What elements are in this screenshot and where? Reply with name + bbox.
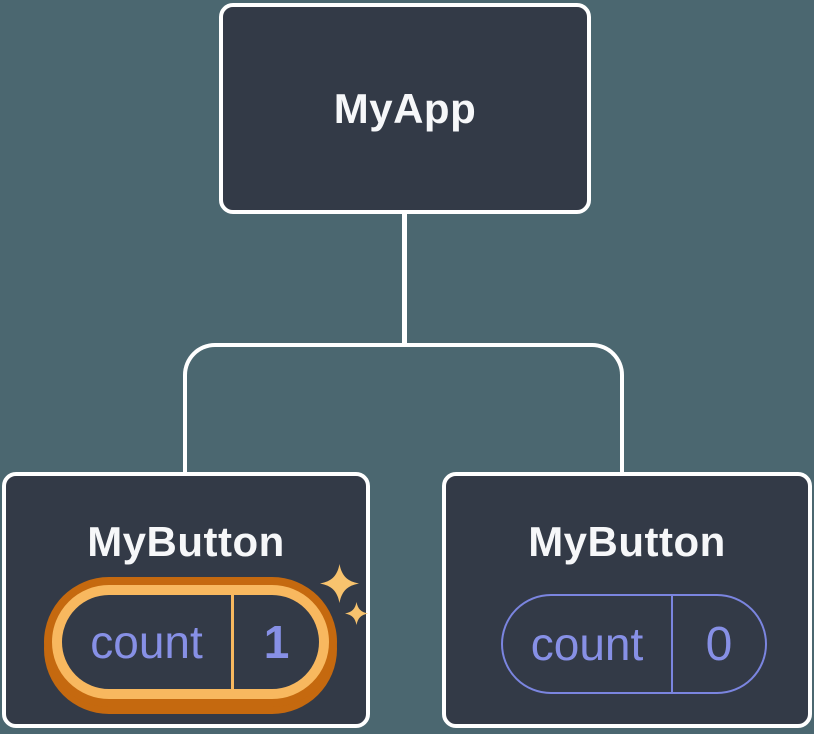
state-name: count: [90, 616, 203, 668]
state-name: count: [530, 618, 644, 670]
sparkle-icon-small: [345, 602, 368, 625]
connector-branch-line: [183, 343, 624, 475]
node-mybutton-active: MyButton count 1: [2, 472, 370, 728]
state-value: 1: [263, 616, 290, 668]
connector-trunk-line: [402, 211, 407, 345]
node-mybutton-idle: MyButton count 0: [442, 472, 812, 728]
state-pill-idle: count 0: [501, 594, 767, 694]
node-myapp-label: MyApp: [333, 84, 477, 132]
state-pill-divider: [231, 595, 234, 689]
state-pill-divider: [671, 596, 673, 692]
sparkle-icon-large: [320, 564, 359, 603]
state-value: 0: [705, 617, 733, 671]
node-mybutton-active-label: MyButton: [87, 518, 285, 565]
state-pill-active: count 1: [52, 585, 329, 699]
node-mybutton-idle-label: MyButton: [528, 518, 726, 565]
node-myapp: MyApp: [219, 3, 591, 214]
